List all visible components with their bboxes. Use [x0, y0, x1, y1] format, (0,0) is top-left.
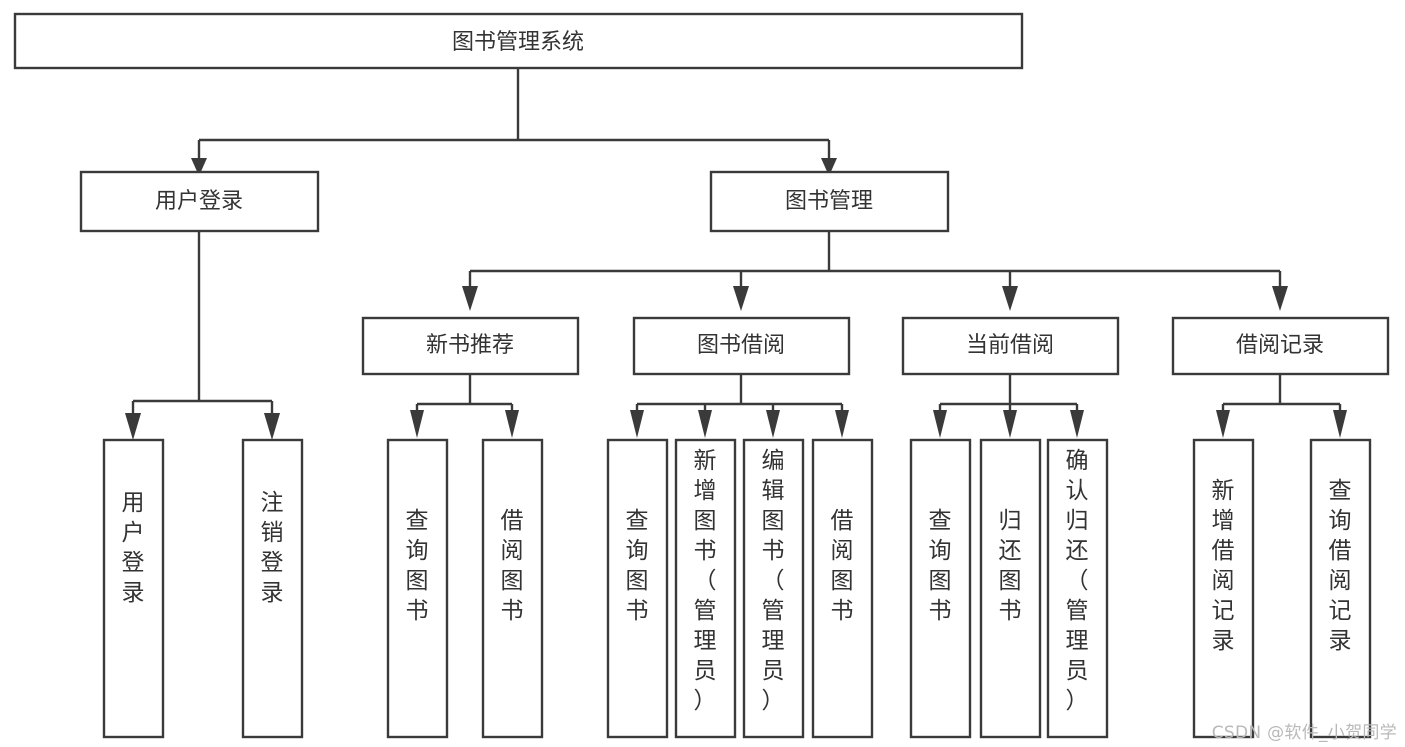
node-book-management-box[interactable]	[709, 170, 950, 233]
leaf-borrow-borrow-box[interactable]	[811, 438, 874, 739]
arrow-record-leaf2	[1333, 410, 1347, 438]
arrow-current-leaf1	[933, 410, 947, 438]
node-user-login-box[interactable]	[79, 170, 320, 233]
leaf-borrow-edit-label: 编辑图书（管理员）	[762, 448, 785, 714]
leaf-record-query-label: 查询借阅记录	[1329, 478, 1352, 654]
node-current-borrow[interactable]: 当前借阅	[901, 316, 1120, 376]
leaf-record-query[interactable]: 查询借阅记录	[1309, 438, 1372, 739]
leaf-borrow-query-box[interactable]	[606, 438, 669, 739]
leaf-borrow-add-label: 新增图书（管理员）	[694, 448, 717, 714]
arrow-borrow-leaf3	[766, 410, 780, 438]
leaf-borrow-borrow[interactable]: 借阅图书	[811, 438, 874, 739]
node-user-login-label: 用户登录	[155, 189, 243, 214]
node-book-management[interactable]: 图书管理	[709, 170, 950, 233]
leaf-user-login-logout[interactable]: 注销登录	[241, 438, 304, 739]
leaf-user-login-logout-label: 注销登录	[261, 490, 284, 606]
leaf-newbook-query[interactable]: 查询图书	[386, 438, 449, 739]
node-borrow-record-label: 借阅记录	[1236, 333, 1324, 358]
arrow-newbook-leaf1	[410, 410, 424, 438]
node-book-borrow-box[interactable]	[632, 316, 851, 376]
node-root-box[interactable]	[13, 12, 1024, 70]
leaf-current-return-box[interactable]	[979, 438, 1042, 739]
node-root-label: 图书管理系统	[452, 30, 584, 55]
leaf-borrow-edit[interactable]: 编辑图书（管理员）	[742, 438, 805, 739]
leaf-user-login-logout-box[interactable]	[241, 438, 304, 739]
leaf-current-return-label: 归还图书	[999, 508, 1022, 624]
leaf-newbook-borrow-label: 借阅图书	[501, 508, 524, 624]
leaf-user-login-login[interactable]: 用户登录	[102, 438, 165, 739]
node-book-borrow-label: 图书借阅	[697, 333, 785, 358]
leaf-record-add[interactable]: 新增借阅记录	[1192, 438, 1255, 739]
arrow-to-book-borrow	[733, 286, 749, 311]
node-new-book-recommend-box[interactable]	[361, 316, 580, 376]
arrow-to-book-mgmt	[821, 158, 837, 176]
leaf-borrow-borrow-label: 借阅图书	[831, 508, 854, 624]
node-book-borrow[interactable]: 图书借阅	[632, 316, 851, 376]
node-current-borrow-box[interactable]	[901, 316, 1120, 376]
leaf-newbook-query-box[interactable]	[386, 438, 449, 739]
arrow-to-leaf-logout	[264, 413, 280, 440]
node-layer: 图书管理系统 用户登录 图书管理 新书推荐 图书借阅 当前	[13, 12, 1390, 739]
arrow-to-borrow-record	[1272, 286, 1288, 311]
leaf-record-add-label: 新增借阅记录	[1212, 478, 1235, 654]
leaf-user-login-login-label: 用户登录	[122, 490, 145, 606]
node-user-login[interactable]: 用户登录	[79, 170, 320, 233]
leaf-current-query-label: 查询图书	[929, 508, 952, 624]
arrow-borrow-leaf2	[698, 410, 712, 438]
arrow-to-current-borrow	[1002, 286, 1018, 311]
node-root[interactable]: 图书管理系统	[13, 12, 1024, 70]
arrow-current-leaf2	[1003, 410, 1017, 438]
csdn-watermark: CSDN @软件_小贺同学	[1211, 723, 1397, 743]
leaf-current-query[interactable]: 查询图书	[909, 438, 972, 739]
leaf-record-add-box[interactable]	[1192, 438, 1255, 739]
node-new-book-recommend[interactable]: 新书推荐	[361, 316, 580, 376]
arrow-record-leaf1	[1216, 410, 1230, 438]
leaf-newbook-borrow-box[interactable]	[481, 438, 544, 739]
arrow-borrow-leaf1	[630, 410, 644, 438]
arrowhead-layer	[125, 158, 1347, 440]
leaf-current-query-box[interactable]	[909, 438, 972, 739]
arrow-borrow-leaf4	[835, 410, 849, 438]
arrow-to-new-book	[462, 286, 478, 311]
leaf-current-return[interactable]: 归还图书	[979, 438, 1042, 739]
leaf-borrow-query[interactable]: 查询图书	[606, 438, 669, 739]
leaf-newbook-query-label: 查询图书	[406, 508, 429, 624]
node-book-management-label: 图书管理	[785, 189, 873, 214]
leaf-borrow-add-box[interactable]	[674, 438, 737, 739]
leaf-current-confirm-return-label: 确认归还（管理员）	[1066, 448, 1089, 714]
node-new-book-recommend-label: 新书推荐	[426, 333, 514, 358]
leaf-borrow-add[interactable]: 新增图书（管理员）	[674, 438, 737, 739]
arrow-current-leaf3	[1070, 410, 1084, 438]
node-borrow-record[interactable]: 借阅记录	[1171, 316, 1390, 376]
leaf-current-confirm-return-box[interactable]	[1046, 438, 1109, 739]
leaf-user-login-login-box[interactable]	[102, 438, 165, 739]
arrow-newbook-leaf2	[505, 410, 519, 438]
arrow-to-user-login	[191, 158, 207, 176]
arrow-to-leaf-user-login	[125, 413, 141, 440]
node-borrow-record-box[interactable]	[1171, 316, 1390, 376]
leaf-borrow-query-label: 查询图书	[626, 508, 649, 624]
node-current-borrow-label: 当前借阅	[966, 333, 1054, 358]
leaf-record-query-box[interactable]	[1309, 438, 1372, 739]
leaf-newbook-borrow[interactable]: 借阅图书	[481, 438, 544, 739]
leaf-current-confirm-return[interactable]: 确认归还（管理员）	[1046, 438, 1109, 739]
leaf-borrow-edit-box[interactable]	[742, 438, 805, 739]
